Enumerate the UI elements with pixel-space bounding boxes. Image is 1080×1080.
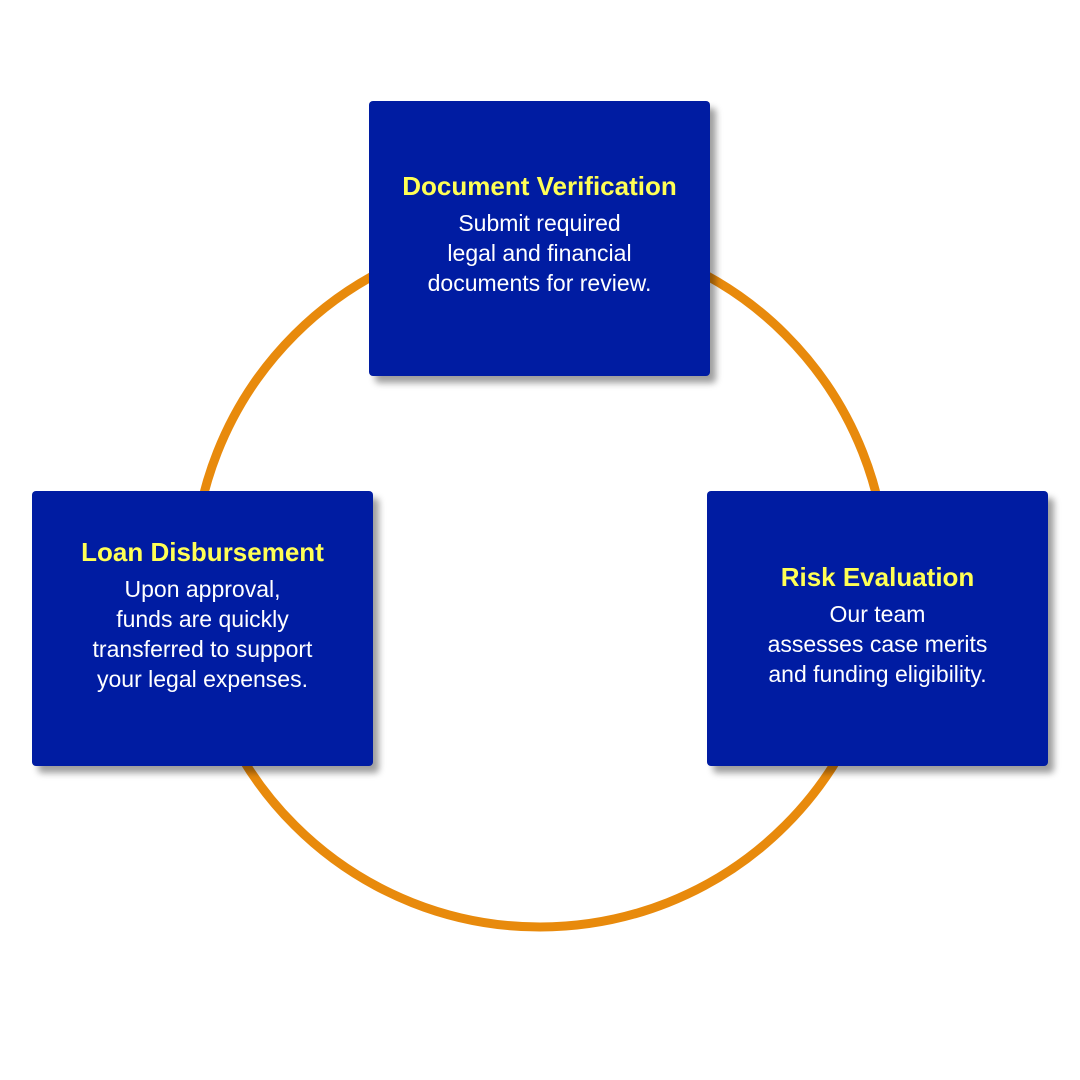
step-description-line: Our team <box>829 600 926 627</box>
step-description: Submit required legal and financial docu… <box>428 208 652 298</box>
step-card-document-verification: Document Verification Submit required le… <box>369 101 710 376</box>
step-description-line: legal and financial <box>447 240 632 266</box>
step-description-line: transferred to support <box>92 635 313 662</box>
step-description-line: Upon approval, <box>124 575 281 602</box>
step-description-line: documents for review. <box>427 270 652 296</box>
step-description-line: Submit required <box>458 210 621 236</box>
step-card-risk-evaluation: Risk Evaluation Our team assesses case m… <box>707 491 1048 766</box>
step-description-line: and funding eligibility. <box>768 660 987 687</box>
step-title: Risk Evaluation <box>780 561 975 592</box>
step-title: Loan Disbursement <box>81 536 324 567</box>
step-description-line: assesses case merits <box>767 630 988 657</box>
step-title: Document Verification <box>402 171 677 201</box>
step-card-loan-disbursement: Loan Disbursement Upon approval, funds a… <box>32 491 373 766</box>
step-description-line: your legal expenses. <box>97 665 308 692</box>
step-description: Upon approval, funds are quickly transfe… <box>93 574 313 694</box>
step-description-line: funds are quickly <box>116 605 289 632</box>
step-description: Our team assesses case merits and fundin… <box>768 599 988 689</box>
